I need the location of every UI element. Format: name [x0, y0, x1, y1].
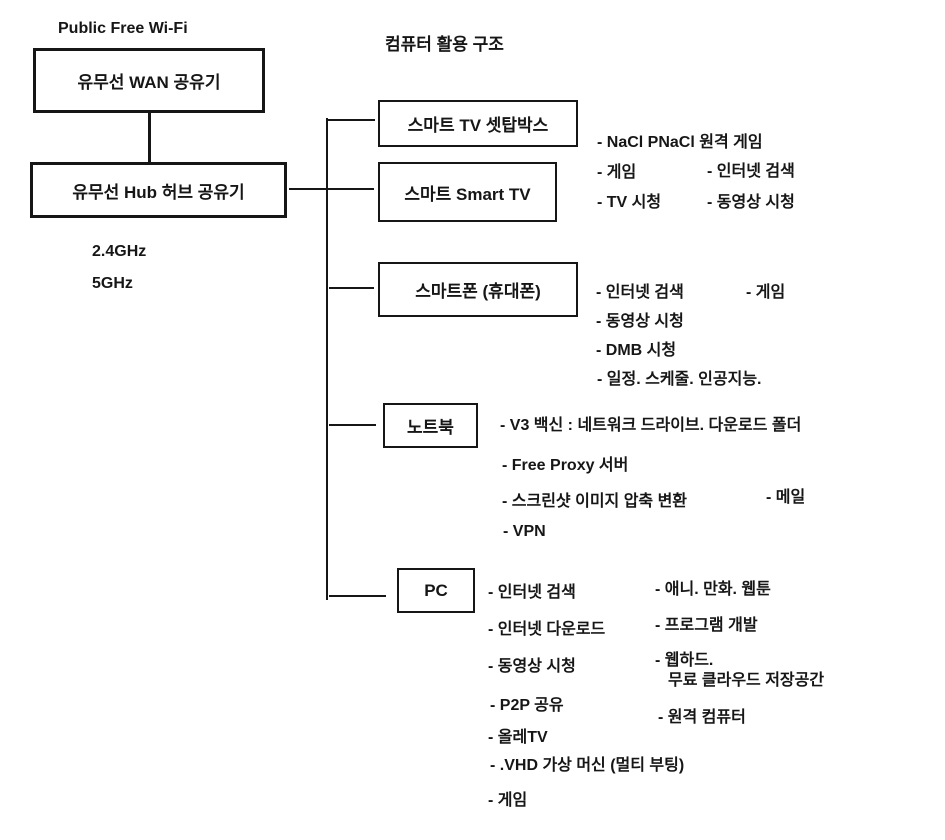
smartphone-label: 스마트폰 (휴대폰) [415, 282, 541, 301]
settop-box: 스마트 TV 셋탑박스 [378, 100, 578, 147]
branch-line-laptop [329, 424, 376, 426]
branch-line-hub-smarttv [289, 188, 374, 190]
pc-note-item: - P2P 공유 [490, 697, 564, 714]
tv-note-item: - 게임 [597, 164, 637, 181]
hub-router-label: 유무선 Hub 허브 공유기 [72, 182, 245, 202]
pc-note-item: - .VHD 가상 머신 (멀티 부팅) [490, 757, 685, 774]
smartphone-note-item: - 게임 [746, 284, 786, 301]
trunk-line [326, 118, 328, 600]
wan-router-label: 유무선 WAN 공유기 [77, 73, 221, 92]
pc-note-item: - 웹하드. [655, 652, 714, 669]
laptop-note-item: - V3 백신 : 네트워크 드라이브. 다운로드 폴더 [500, 417, 802, 434]
pc-note-item: 무료 클라우드 저장공간 [668, 672, 825, 689]
diagram-title: 컴퓨터 활용 구조 [385, 35, 504, 54]
pc-box: PC [397, 568, 475, 613]
settop-label: 스마트 TV 셋탑박스 [407, 116, 549, 135]
pc-label: PC [424, 580, 448, 600]
wan-hub-connector-line [148, 112, 151, 163]
smartphone-note-item: - DMB 시청 [596, 342, 677, 359]
tv-note-item: - NaCl PNaCl 원격 게임 [597, 134, 763, 151]
pc-note-item: - 게임 [488, 792, 528, 809]
laptop-note-item: - Free Proxy 서버 [502, 457, 629, 474]
smart-tv-box: 스마트 Smart TV [378, 162, 557, 222]
tv-note-item: - TV 시청 [597, 194, 662, 211]
laptop-box: 노트북 [383, 403, 478, 448]
branch-line-smartphone [329, 287, 374, 289]
band-5ghz-label: 5GHz [92, 275, 133, 292]
hub-router-box: 유무선 Hub 허브 공유기 [30, 162, 287, 218]
pc-note-item: - 동영상 시청 [488, 658, 576, 675]
pc-note-item: - 인터넷 검색 [488, 584, 576, 601]
smartphone-note-item: - 인터넷 검색 [596, 284, 684, 301]
smart-tv-label: 스마트 Smart TV [404, 184, 531, 204]
laptop-note-item: - 메일 [766, 489, 806, 506]
wan-router-box: 유무선 WAN 공유기 [33, 48, 265, 113]
tv-note-item: - 인터넷 검색 [707, 163, 795, 180]
laptop-note-item: - 스크린샷 이미지 압축 변환 [502, 493, 688, 510]
smartphone-note-item: - 동영상 시청 [596, 313, 684, 330]
public-wifi-label: Public Free Wi-Fi [58, 20, 188, 37]
branch-line-pc [329, 595, 386, 597]
pc-note-item: - 올레TV [488, 729, 548, 746]
smartphone-box: 스마트폰 (휴대폰) [378, 262, 578, 317]
laptop-label: 노트북 [407, 418, 454, 437]
smartphone-note-item: - 일정. 스케줄. 인공지능. [597, 371, 762, 388]
branch-line-settop [327, 119, 375, 121]
pc-note-item: - 원격 컴퓨터 [658, 709, 746, 726]
pc-note-item: - 애니. 만화. 웹툰 [655, 581, 771, 598]
band-24ghz-label: 2.4GHz [92, 243, 147, 260]
laptop-note-item: - VPN [503, 523, 546, 540]
pc-note-item: - 인터넷 다운로드 [488, 621, 606, 638]
pc-note-item: - 프로그램 개발 [655, 617, 758, 634]
tv-note-item: - 동영상 시청 [707, 194, 795, 211]
